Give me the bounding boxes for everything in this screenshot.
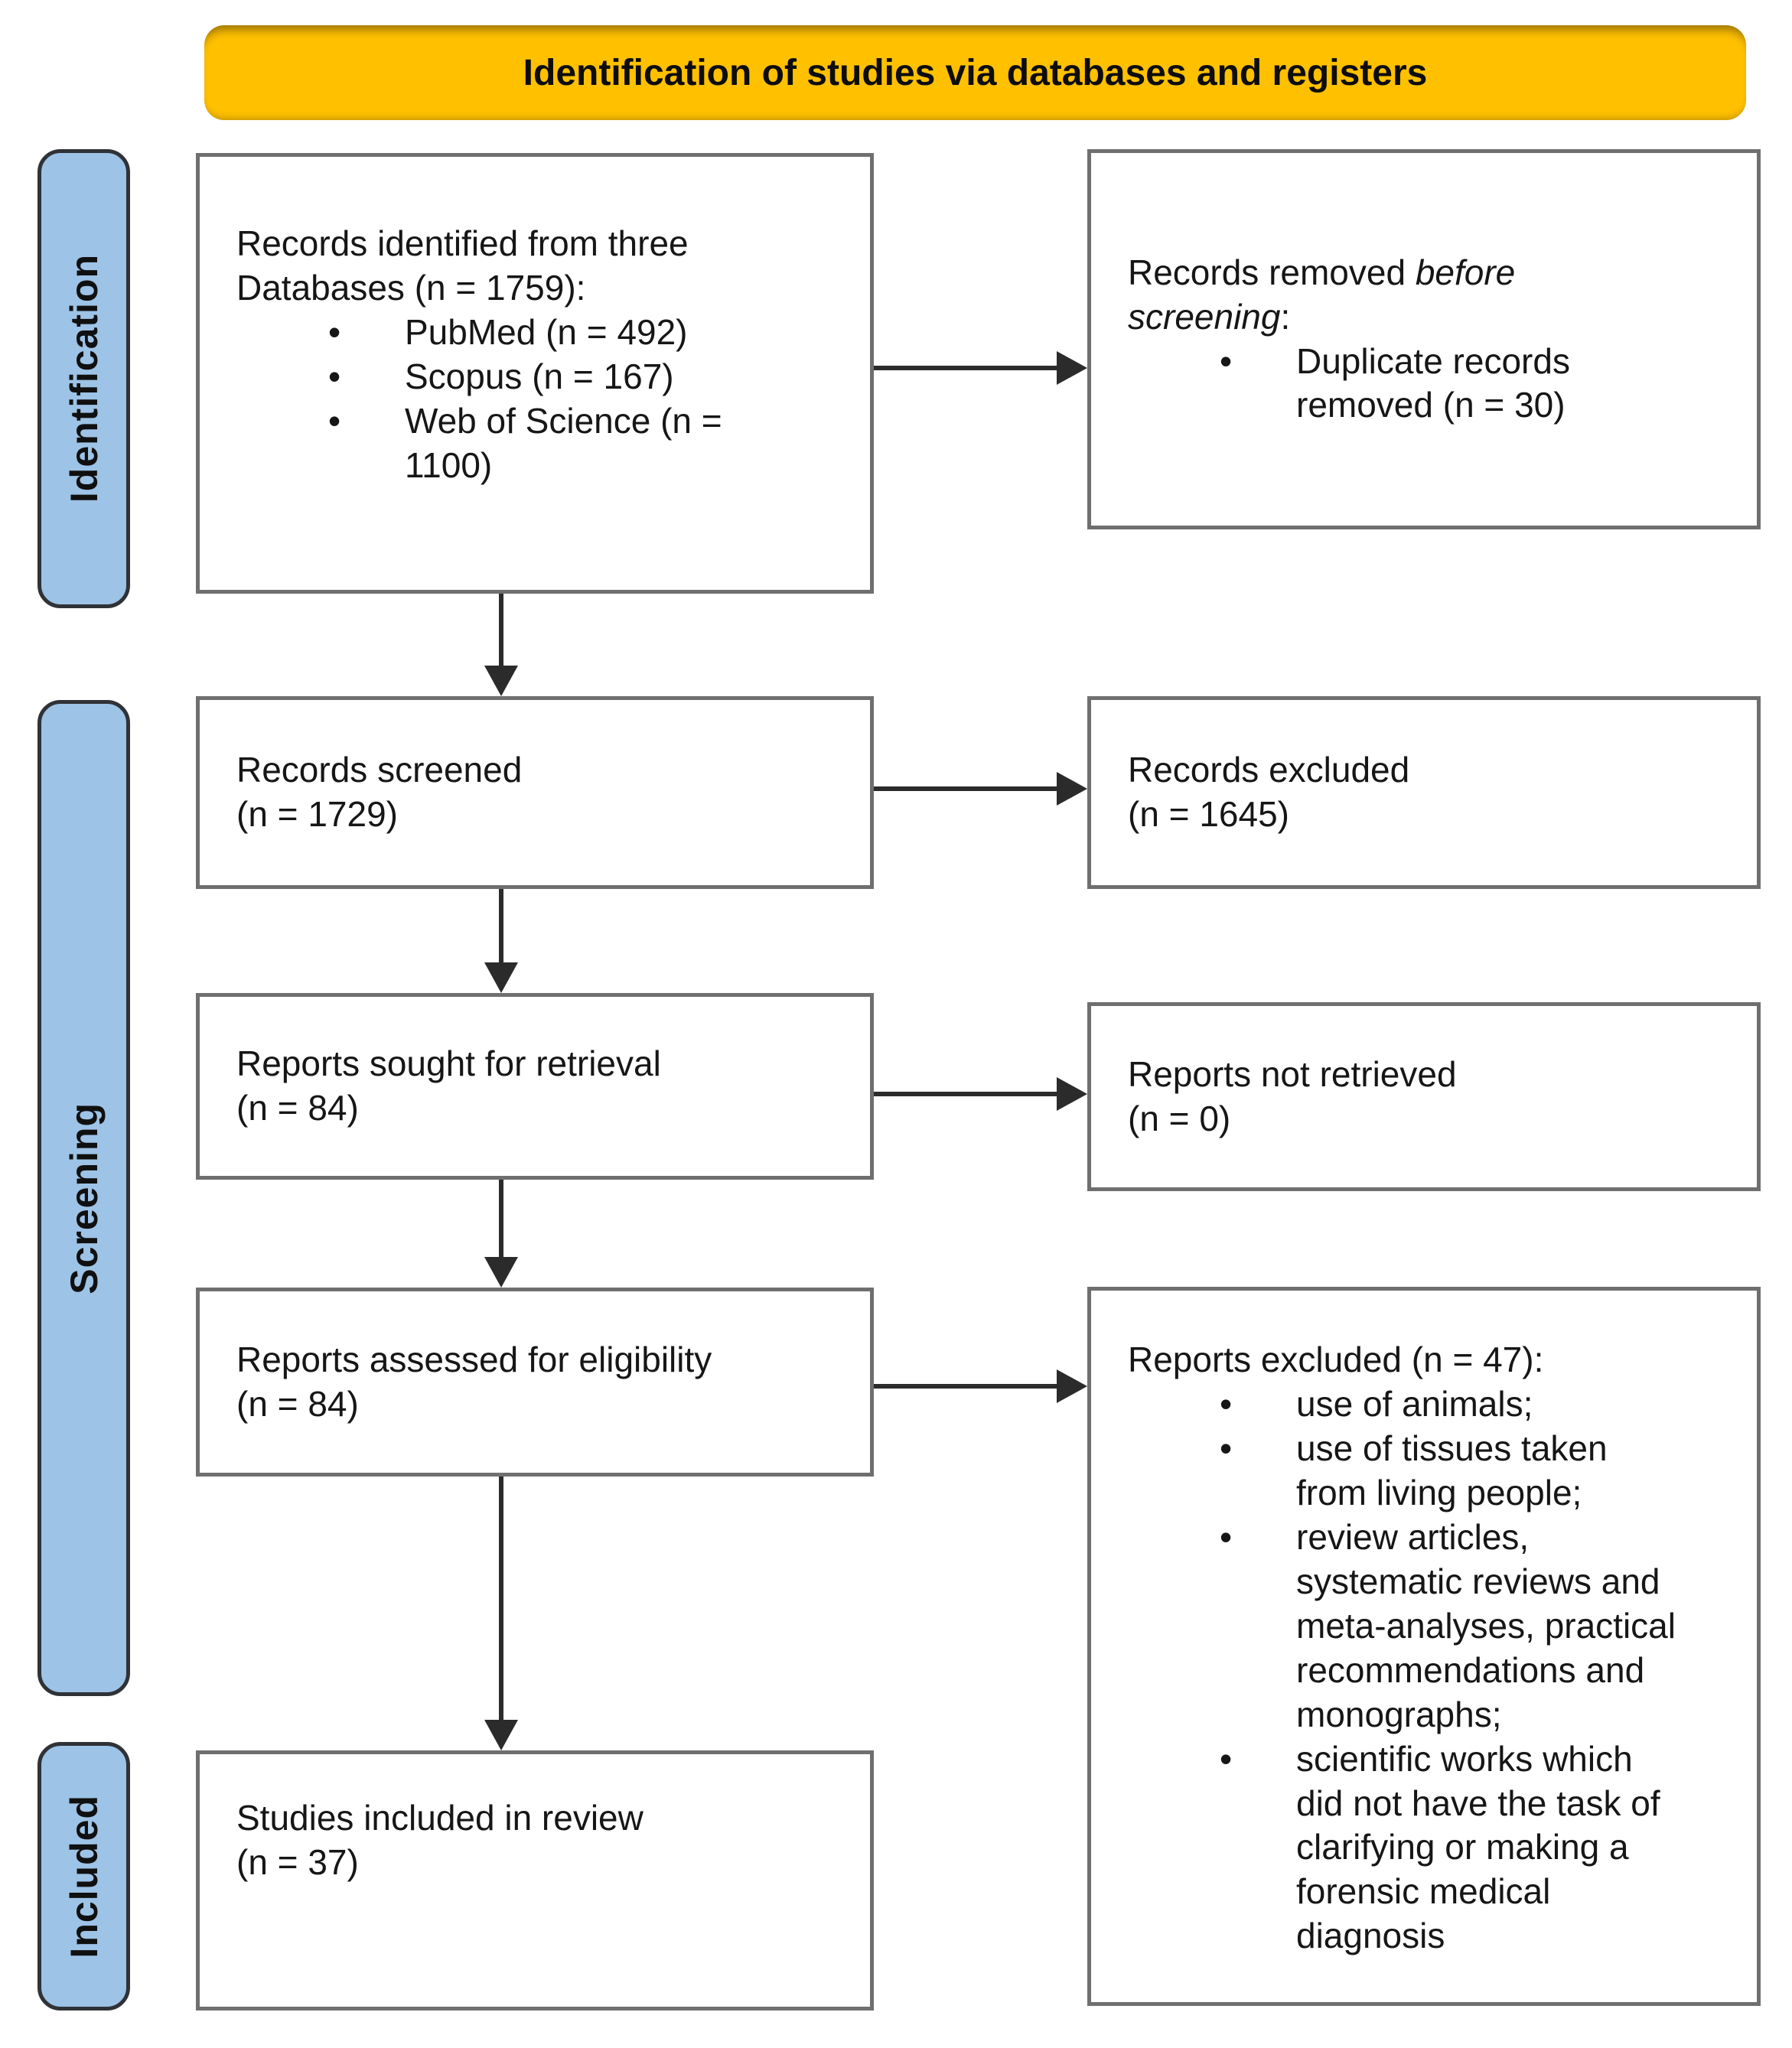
text-line: Reports sought for retrieval (236, 1044, 661, 1084)
bullet-text: Web of Science (n = 1100) (405, 399, 722, 488)
text-line: Reports excluded (n = 47): (1128, 1340, 1544, 1379)
text-line: from living people; (1296, 1472, 1582, 1512)
text-line: scientific works which (1296, 1738, 1633, 1779)
text-line: (n = 1729) (236, 794, 398, 834)
text-segment-italic: before (1415, 252, 1516, 292)
box-records-identified: Records identified from three Databases … (196, 153, 874, 594)
arrow-identified-to-removed (874, 366, 1057, 370)
arrowhead-sought-to-assessed (484, 1257, 518, 1288)
bullet-text: Duplicate records removed (n = 30) (1296, 340, 1570, 428)
bullet-dot: • (328, 400, 341, 441)
text-line: review articles, (1296, 1516, 1530, 1557)
arrowhead-screened-to-excluded (1057, 772, 1087, 806)
box-reports-not-retrieved: Reports not retrieved (n = 0) (1087, 1002, 1761, 1191)
stage-label-identification: Identification (62, 254, 106, 503)
bullet-dot: • (328, 311, 341, 352)
box-studies-included: Studies included in review (n = 37) (196, 1750, 874, 2011)
text-segment: : (1280, 296, 1291, 337)
box-records-screened: Records screened (n = 1729) (196, 696, 874, 889)
bullet-item: • review articles, systematic reviews an… (1220, 1516, 1726, 1737)
text-line: Scopus (n = 167) (405, 356, 674, 396)
arrow-assessed-to-reports-excluded (874, 1384, 1057, 1389)
bullet-item: • Web of Science (n = 1100) (328, 399, 839, 488)
text-line: PubMed (n = 492) (405, 311, 688, 352)
bullet-item: • Scopus (n = 167) (328, 355, 839, 399)
bullet-item: • PubMed (n = 492) (328, 311, 839, 355)
text-line: recommendations and (1296, 1649, 1645, 1690)
arrowhead-assessed-to-reports-excluded (1057, 1369, 1087, 1403)
arrow-sought-to-not-retrieved (874, 1092, 1057, 1096)
text-line: Records identified from three (236, 223, 689, 263)
stage-label-included: Included (62, 1794, 106, 1958)
text-line: monographs; (1296, 1694, 1502, 1734)
bullet-dot: • (1220, 1738, 1233, 1779)
text-line: Records screened (236, 750, 523, 790)
box-reports-excluded: Reports excluded (n = 47): • use of anim… (1087, 1287, 1761, 2006)
arrow-identified-to-screened (499, 594, 503, 666)
banner: Identification of studies via databases … (204, 25, 1746, 120)
text-line: Web of Science (n = (405, 400, 722, 441)
text-line: Databases (n = 1759): (236, 267, 586, 308)
box-records-removed: Records removed before screening: • Dupl… (1087, 149, 1761, 529)
text-line: use of animals; (1296, 1383, 1533, 1424)
bullet-dot: • (1220, 1383, 1233, 1424)
bullet-item: • Duplicate records removed (n = 30) (1220, 340, 1726, 428)
text-line: removed (n = 30) (1296, 385, 1566, 425)
text-line: systematic reviews and (1296, 1561, 1660, 1601)
bullet-item: • use of animals; (1220, 1382, 1726, 1427)
stage-identification: Identification (37, 149, 130, 608)
text-line: did not have the task of (1296, 1783, 1660, 1823)
bullet-text: use of tissues taken from living people; (1296, 1427, 1608, 1516)
text-line: (n = 84) (236, 1383, 359, 1424)
text-line: Studies included in review (236, 1798, 643, 1838)
bullet-dot: • (1220, 1516, 1233, 1557)
box-records-excluded: Records excluded (n = 1645) (1087, 696, 1761, 889)
stage-included: Included (37, 1742, 130, 2011)
text-line: clarifying or making a (1296, 1827, 1629, 1867)
arrow-assessed-to-included (499, 1477, 503, 1720)
text-line: forensic medical (1296, 1871, 1551, 1912)
text-line: Records removed before (1128, 251, 1726, 295)
text-line: Reports assessed for eligibility (236, 1339, 712, 1379)
arrowhead-identified-to-screened (484, 666, 518, 696)
arrowhead-identified-to-removed (1057, 351, 1087, 385)
bullet-text: Scopus (n = 167) (405, 355, 674, 399)
bullet-text: scientific works which did not have the … (1296, 1737, 1660, 1959)
bullet-text: review articles, systematic reviews and … (1296, 1516, 1676, 1737)
text-line: screening: (1128, 295, 1726, 340)
text-line: (n = 1645) (1128, 794, 1289, 834)
arrowhead-screened-to-sought (484, 962, 518, 993)
box-reports-assessed: Reports assessed for eligibility (n = 84… (196, 1288, 874, 1477)
bullet-dot: • (1220, 340, 1233, 381)
text-segment: Records removed (1128, 252, 1416, 292)
text-line: Reports not retrieved (1128, 1053, 1457, 1094)
bullet-dot: • (1220, 1428, 1233, 1468)
stage-screening: Screening (37, 700, 130, 1696)
text-line: 1100) (405, 444, 493, 485)
text-line: diagnosis (1296, 1916, 1445, 1956)
banner-title: Identification of studies via databases … (523, 52, 1428, 93)
bullet-item: • scientific works which did not have th… (1220, 1737, 1726, 1959)
box-reports-sought: Reports sought for retrieval (n = 84) (196, 993, 874, 1180)
bullet-item: • use of tissues taken from living peopl… (1220, 1427, 1726, 1516)
text-line: meta-analyses, practical (1296, 1605, 1676, 1646)
arrow-sought-to-assessed (499, 1180, 503, 1257)
bullet-text: use of animals; (1296, 1382, 1533, 1427)
text-line: Records excluded (1128, 750, 1410, 790)
arrowhead-sought-to-not-retrieved (1057, 1077, 1087, 1111)
text-line: (n = 0) (1128, 1098, 1231, 1138)
arrow-screened-to-sought (499, 889, 503, 962)
text-line: (n = 37) (236, 1841, 359, 1882)
arrowhead-assessed-to-included (484, 1720, 518, 1750)
bullet-text: PubMed (n = 492) (405, 311, 688, 355)
arrow-screened-to-excluded (874, 786, 1057, 791)
text-line: Duplicate records (1296, 340, 1570, 381)
text-segment-italic: screening (1128, 296, 1281, 337)
bullet-dot: • (328, 356, 341, 396)
stage-label-screening: Screening (62, 1102, 106, 1294)
text-line: use of tissues taken (1296, 1428, 1608, 1468)
text-line: (n = 84) (236, 1088, 359, 1128)
